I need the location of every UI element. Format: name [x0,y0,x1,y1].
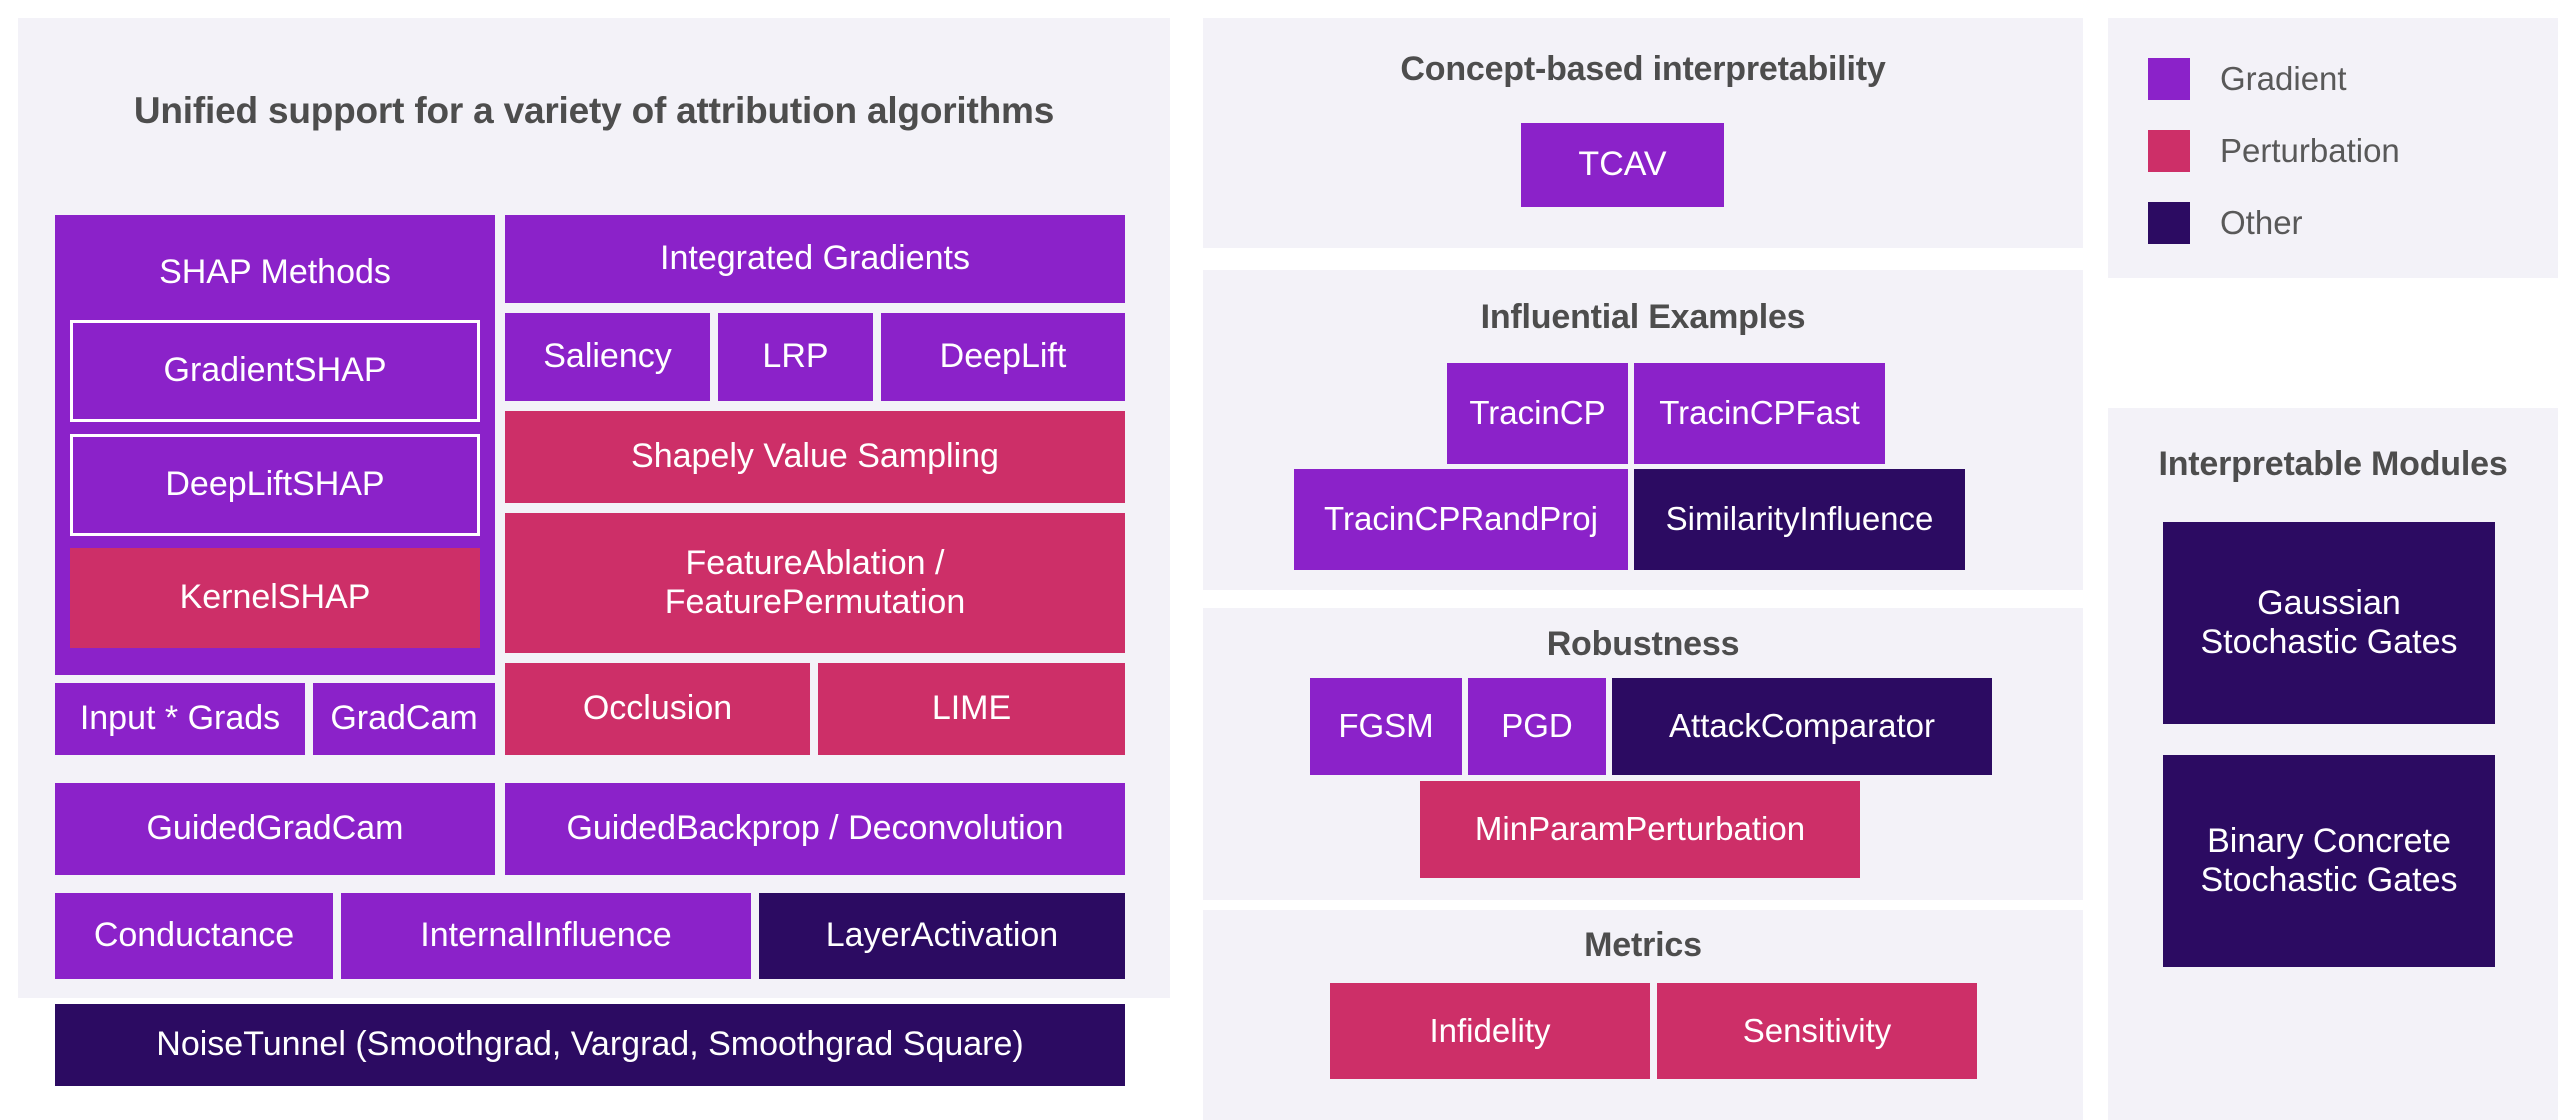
legend-item-perturbation: Perturbation [2148,130,2400,172]
noise-tunnel-box[interactable]: NoiseTunnel (Smoothgrad, Vargrad, Smooth… [55,1004,1125,1086]
lime-box[interactable]: LIME [818,663,1125,755]
feature-permutation-line2: FeaturePermutation [664,583,966,621]
input-grads-label: Input * Grads [79,699,281,738]
tcav-box[interactable]: TCAV [1521,123,1724,207]
pgd-label: PGD [1501,707,1573,745]
deeplift-box[interactable]: DeepLift [881,313,1125,401]
conductance-label: Conductance [93,916,295,955]
kernelshap-label: KernelSHAP [179,578,371,617]
tracincpfast-label: TracinCPFast [1659,394,1860,432]
gradcam-box[interactable]: GradCam [313,683,495,755]
attackcomparator-label: AttackComparator [1669,707,1935,745]
gaussian-line1: Gaussian [2257,583,2401,622]
infidelity-box[interactable]: Infidelity [1330,983,1650,1079]
minparamperturbation-label: MinParamPerturbation [1474,810,1806,848]
binary-concrete-stochastic-gates-box[interactable]: Binary Concrete Stochastic Gates [2163,755,2495,967]
tcav-label: TCAV [1578,145,1667,184]
lrp-box[interactable]: LRP [718,313,873,401]
infidelity-label: Infidelity [1429,1011,1551,1049]
gradientshap-box[interactable]: GradientSHAP [70,320,480,422]
shapely-value-sampling-label: Shapely Value Sampling [631,437,999,476]
layer-activation-box[interactable]: LayerActivation [759,893,1125,979]
saliency-box[interactable]: Saliency [505,313,710,401]
internal-influence-box[interactable]: InternalInfluence [341,893,751,979]
tracincp-box[interactable]: TracinCP [1447,363,1628,464]
influential-panel-title: Influential Examples [1480,298,1806,336]
integrated-gradients-box[interactable]: Integrated Gradients [505,215,1125,303]
integrated-gradients-label: Integrated Gradients [660,239,970,278]
pgd-box[interactable]: PGD [1468,678,1606,775]
kernelshap-box[interactable]: KernelSHAP [70,548,480,648]
lrp-label: LRP [762,337,829,376]
similarityinfluence-box[interactable]: SimilarityInfluence [1634,469,1965,570]
input-grads-box[interactable]: Input * Grads [55,683,305,755]
legend-swatch-perturbation [2148,130,2190,172]
legend-label-gradient: Gradient [2220,60,2347,97]
robustness-panel-title: Robustness [1546,625,1740,663]
attribution-panel-title: Unified support for a variety of attribu… [133,90,1055,131]
legend-label-other: Other [2220,204,2303,241]
deeplift-label: DeepLift [939,337,1067,376]
concept-panel-title: Concept-based interpretability [1400,50,1886,88]
gaussian-stochastic-gates-box[interactable]: Gaussian Stochastic Gates [2163,522,2495,724]
tracincpfast-box[interactable]: TracinCPFast [1634,363,1885,464]
binary-concrete-line1: Binary Concrete [2207,821,2451,860]
tracincp-label: TracinCP [1469,394,1606,432]
gradcam-label: GradCam [330,699,478,738]
gaussian-line2: Stochastic Gates [2200,623,2458,661]
modules-panel-title: Interpretable Modules [2158,445,2508,483]
noise-tunnel-label: NoiseTunnel (Smoothgrad, Vargrad, Smooth… [156,1025,1024,1064]
occlusion-label: Occlusion [582,689,733,728]
lime-label: LIME [931,689,1012,728]
occlusion-box[interactable]: Occlusion [505,663,810,755]
gradientshap-label: GradientSHAP [163,351,387,390]
layer-activation-label: LayerActivation [825,916,1059,955]
feature-ablation-line1: FeatureAblation / [685,543,945,582]
tracincprandproj-box[interactable]: TracinCPRandProj [1294,469,1628,570]
attackcomparator-box[interactable]: AttackComparator [1612,678,1992,775]
guided-gradcam-label: GuidedGradCam [146,809,404,848]
shap-methods-label: SHAP Methods [159,253,391,291]
tracincprandproj-label: TracinCPRandProj [1324,500,1598,538]
binary-concrete-line2: Stochastic Gates [2200,861,2458,899]
internal-influence-label: InternalInfluence [420,916,672,955]
legend-swatch-other [2148,202,2190,244]
guided-gradcam-box[interactable]: GuidedGradCam [55,783,495,875]
fgsm-box[interactable]: FGSM [1310,678,1462,775]
saliency-label: Saliency [543,337,672,376]
metrics-panel-title: Metrics [1584,926,1702,964]
fgsm-label: FGSM [1338,707,1434,745]
shapely-value-sampling-box[interactable]: Shapely Value Sampling [505,411,1125,503]
conductance-box[interactable]: Conductance [55,893,333,979]
guided-backprop-deconvolution-box[interactable]: GuidedBackprop / Deconvolution [505,783,1125,875]
legend-item-other: Other [2148,202,2303,244]
feature-ablation-permutation-box[interactable]: FeatureAblation / FeaturePermutation [505,513,1125,653]
sensitivity-box[interactable]: Sensitivity [1657,983,1977,1079]
legend-item-gradient: Gradient [2148,58,2347,100]
legend-label-perturbation: Perturbation [2220,132,2400,169]
similarityinfluence-label: SimilarityInfluence [1665,500,1934,538]
legend-swatch-gradient [2148,58,2190,100]
sensitivity-label: Sensitivity [1742,1011,1892,1049]
minparamperturbation-box[interactable]: MinParamPerturbation [1420,781,1860,878]
deepliftshap-label: DeepLiftSHAP [165,465,385,504]
guided-backprop-label: GuidedBackprop / Deconvolution [566,809,1064,848]
deepliftshap-box[interactable]: DeepLiftSHAP [70,434,480,536]
